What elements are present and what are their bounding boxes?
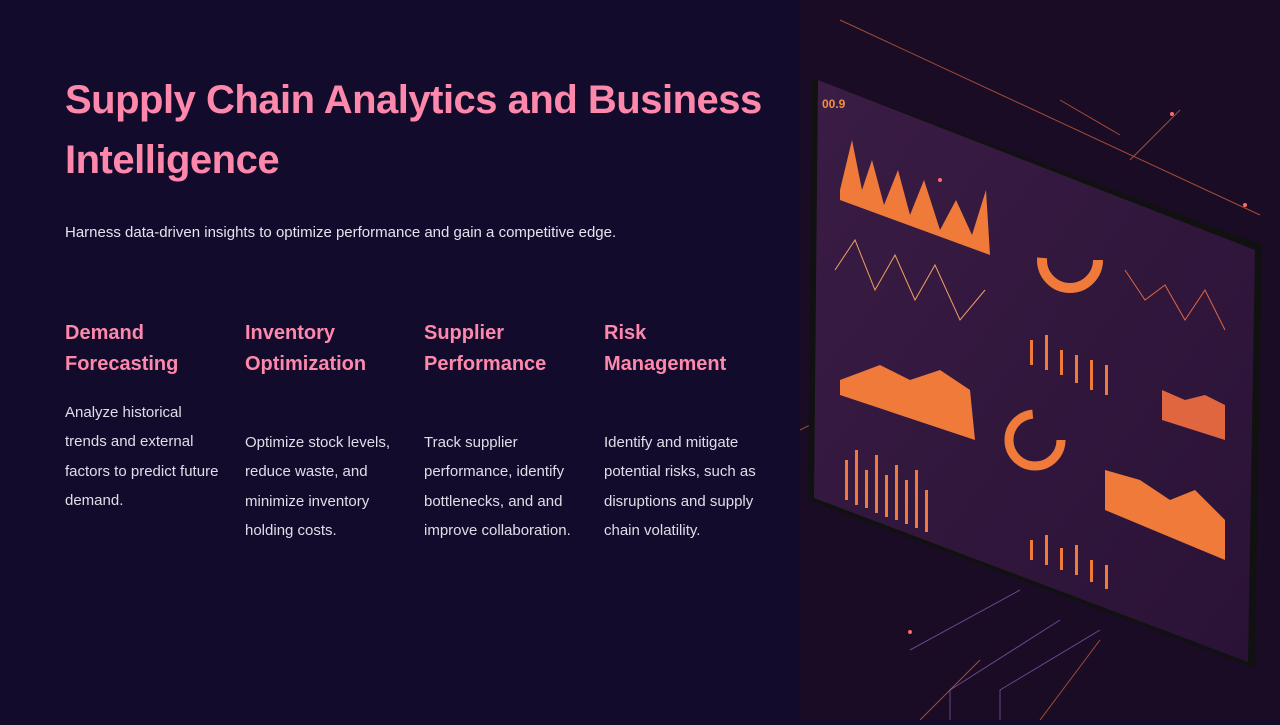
dashboard-illustration: 00.9: [799, 0, 1280, 721]
feature-body: Track supplier performance, identify bot…: [424, 434, 571, 539]
feature-body: Analyze historical trends and external f…: [65, 404, 219, 509]
feature-heading: Supplier Performance: [424, 322, 547, 375]
feature-demand-forecasting: Demand Forecasting Analyze historical tr…: [65, 318, 225, 509]
feature-body: Identify and mitigate potential risks, s…: [604, 434, 756, 539]
feature-body: Optimize stock levels, reduce waste, and…: [245, 434, 391, 539]
feature-heading: Risk Managem­ent: [604, 322, 727, 375]
feature-risk-management: Risk Managem­ent Identify and mitigate p…: [604, 318, 756, 539]
feature-heading: Demand Forecasting: [65, 322, 179, 375]
feature-supplier-performance: Supplier Performance Track supplier perf…: [424, 318, 584, 539]
slide-subtitle: Harness data-driven insights to optimize…: [65, 224, 617, 241]
feature-heading: Inventory Optimization: [245, 322, 367, 375]
feature-inventory-optimization: Inventory Optimization Optimize stock le…: [245, 318, 405, 539]
dashboard-value: 00.9: [822, 97, 846, 111]
slide-title: Supply Chain Analytics and Business Inte…: [65, 78, 762, 182]
